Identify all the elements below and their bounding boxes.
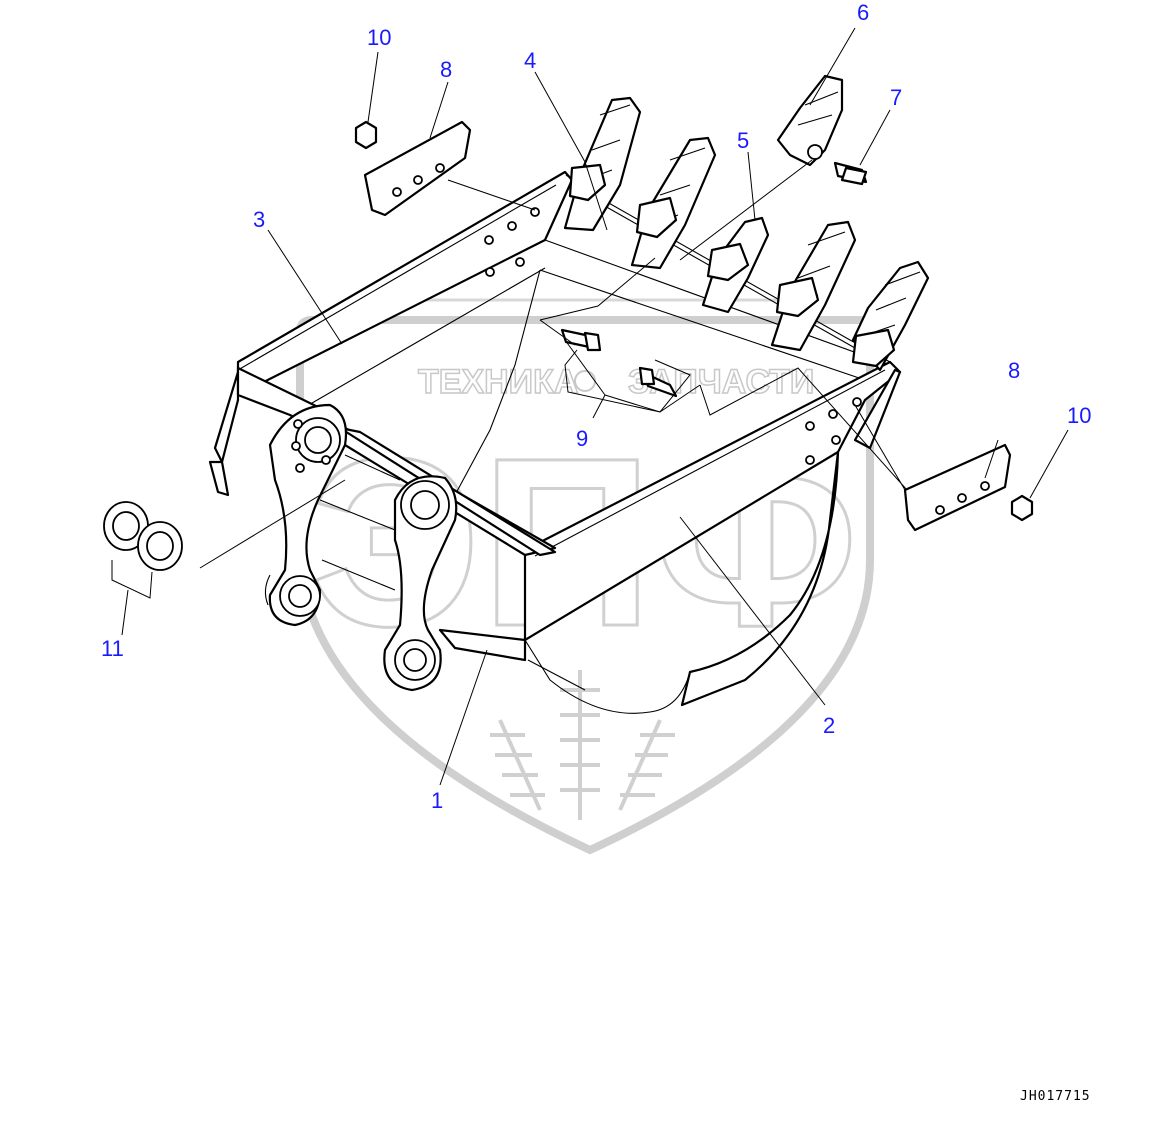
- callout-10-top: 10: [367, 25, 391, 50]
- callout-2: 2: [823, 713, 835, 738]
- watermark-left-text: ТЕХНИКА: [418, 363, 578, 401]
- callout-7: 7: [890, 85, 902, 110]
- tooth-3: [770, 220, 857, 352]
- callout-4: 4: [524, 48, 536, 73]
- callout-8-top: 8: [440, 57, 452, 82]
- bucket-teeth: [563, 96, 930, 372]
- drawing-id: JH017715: [1020, 1089, 1091, 1104]
- nut-left-10: [354, 120, 378, 150]
- bolt-9b: [638, 366, 678, 398]
- tooth-2: [630, 136, 717, 270]
- tooth-adapter-5: [701, 216, 770, 314]
- callout-3: 3: [253, 207, 265, 232]
- shims-11: [103, 501, 183, 571]
- callout-11: 11: [101, 636, 124, 661]
- tooth-4: [851, 260, 930, 372]
- callout-10-right: 10: [1067, 403, 1091, 428]
- pin-7: [833, 161, 868, 186]
- nut-right-10: [1010, 494, 1034, 522]
- right-wear-strip: [853, 368, 902, 450]
- callout-5: 5: [737, 128, 749, 153]
- spare-tooth-6: [776, 74, 844, 167]
- bucket-body: [208, 170, 902, 714]
- callout-1: 1: [431, 788, 443, 813]
- callout-6: 6: [857, 0, 869, 25]
- right-hinge-plate: [383, 475, 458, 692]
- callout-labels: 10 8 4 6 7 5 3 9 8 10 11 2 1: [101, 0, 1091, 813]
- tooth-1: [563, 96, 642, 232]
- leader-lines: [111, 27, 1069, 786]
- side-cutter-left-8: [363, 120, 472, 217]
- callout-9: 9: [576, 426, 588, 451]
- side-cutter-right-8: [903, 443, 1012, 532]
- wheat-sheaf-icon: [490, 670, 675, 820]
- left-wear-strip: [213, 370, 240, 464]
- callout-8-right: 8: [1008, 358, 1020, 383]
- right-side-shell: [680, 450, 840, 707]
